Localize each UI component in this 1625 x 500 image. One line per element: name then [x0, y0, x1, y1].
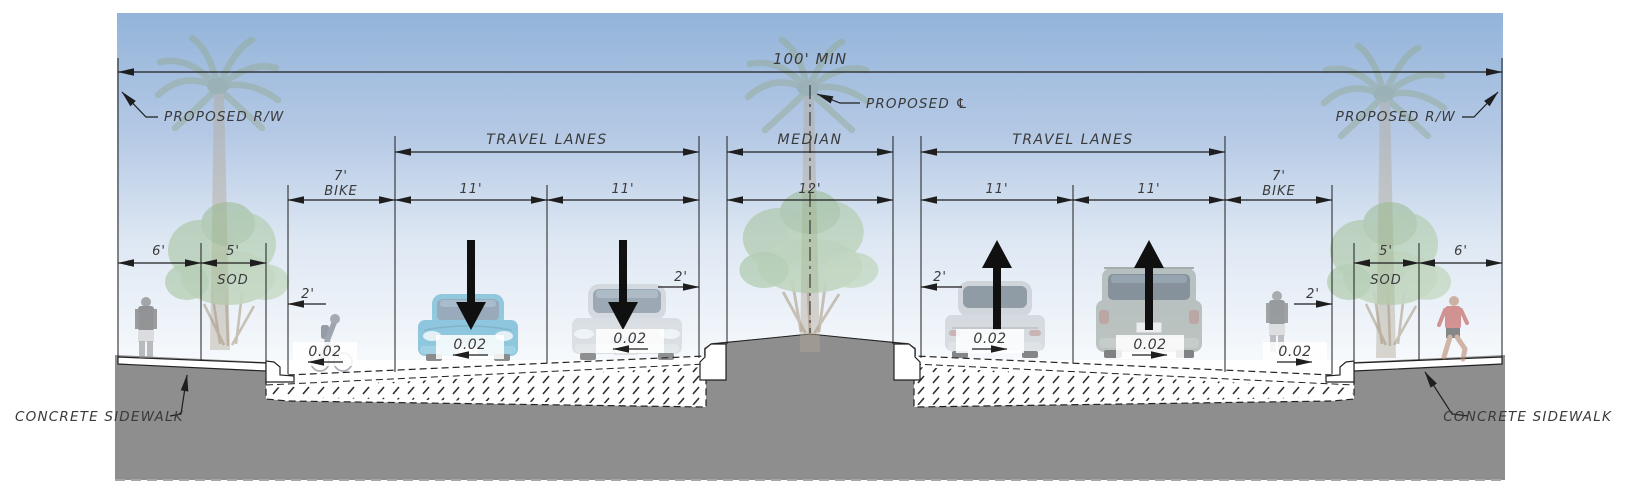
dimension-lines [117, 68, 1503, 308]
label-concrete-sidewalk-left: CONCRETE SIDEWALK [15, 409, 184, 425]
dim-label-bike-width-left: 7' [334, 169, 348, 184]
dim-label-overall: 100' MIN [773, 50, 847, 68]
slope-label-lane1: 0.02 [453, 337, 486, 353]
label-bike-left: BIKE [324, 184, 358, 199]
direction-arrow-down-lane1 [456, 240, 486, 330]
dim-label-bike-width-right: 7' [1272, 169, 1286, 184]
label-proposed-rw-right: PROPOSED R/W [1336, 109, 1456, 125]
label-median: MEDIAN [778, 132, 843, 148]
dim-label-offset-curb-right: 2' [1306, 287, 1320, 302]
dim-label-lane4: 11' [1137, 182, 1160, 197]
leader-concrete-sidewalk-right [1424, 371, 1469, 417]
dim-label-sod-right: 5' [1379, 244, 1393, 259]
curb-left [265, 360, 295, 383]
direction-arrow-up-lane4 [1134, 240, 1164, 330]
dim-label-lane3: 11' [985, 182, 1008, 197]
label-bike-right: BIKE [1262, 184, 1296, 199]
slope-label-lane2: 0.02 [613, 331, 646, 347]
direction-arrow-down-lane2 [608, 240, 638, 330]
curb-right [1325, 360, 1355, 383]
dim-label-lane1: 11' [459, 182, 482, 197]
slope-label-bike-left: 0.02 [308, 344, 341, 360]
dim-label-offset-median-left: 2' [674, 270, 688, 285]
leader-concrete-sidewalk-left [169, 374, 189, 417]
dim-label-offset-curb-left: 2' [301, 287, 315, 302]
label-travel-lanes-right: TRAVEL LANES [1012, 132, 1133, 148]
dim-label-sidewalk-left: 6' [152, 244, 166, 259]
leader-proposed-cl [816, 93, 860, 104]
label-sod-left: SOD [217, 273, 249, 288]
dim-label-sod-left: 5' [226, 244, 240, 259]
ground-earth [115, 334, 1505, 480]
label-proposed-centerline: PROPOSED ℄ [866, 96, 969, 112]
dim-label-offset-median-right: 2' [933, 270, 947, 285]
direction-arrow-up-lane3 [982, 240, 1012, 330]
slope-label-lane4: 0.02 [1133, 337, 1166, 353]
slope-label-lane3: 0.02 [973, 331, 1006, 347]
leader-proposed-rw-left [121, 91, 158, 118]
extension-lines [117, 58, 1503, 374]
label-sod-right: SOD [1370, 273, 1402, 288]
median-curb-left [699, 343, 727, 381]
traffic-direction-arrows [456, 240, 1164, 330]
dim-label-lane2: 11' [611, 182, 634, 197]
slope-annotations [293, 329, 1327, 366]
dim-label-sidewalk-right: 6' [1454, 244, 1468, 259]
median-curb-right [893, 343, 921, 381]
label-travel-lanes-left: TRAVEL LANES [486, 132, 607, 148]
label-proposed-rw-left: PROPOSED R/W [164, 109, 284, 125]
slope-label-bike-right: 0.02 [1278, 344, 1311, 360]
leader-lines [121, 91, 1499, 417]
leader-proposed-rw-right [1462, 91, 1499, 118]
dim-label-median-width: 12' [798, 182, 821, 197]
label-concrete-sidewalk-right: CONCRETE SIDEWALK [1443, 409, 1612, 425]
